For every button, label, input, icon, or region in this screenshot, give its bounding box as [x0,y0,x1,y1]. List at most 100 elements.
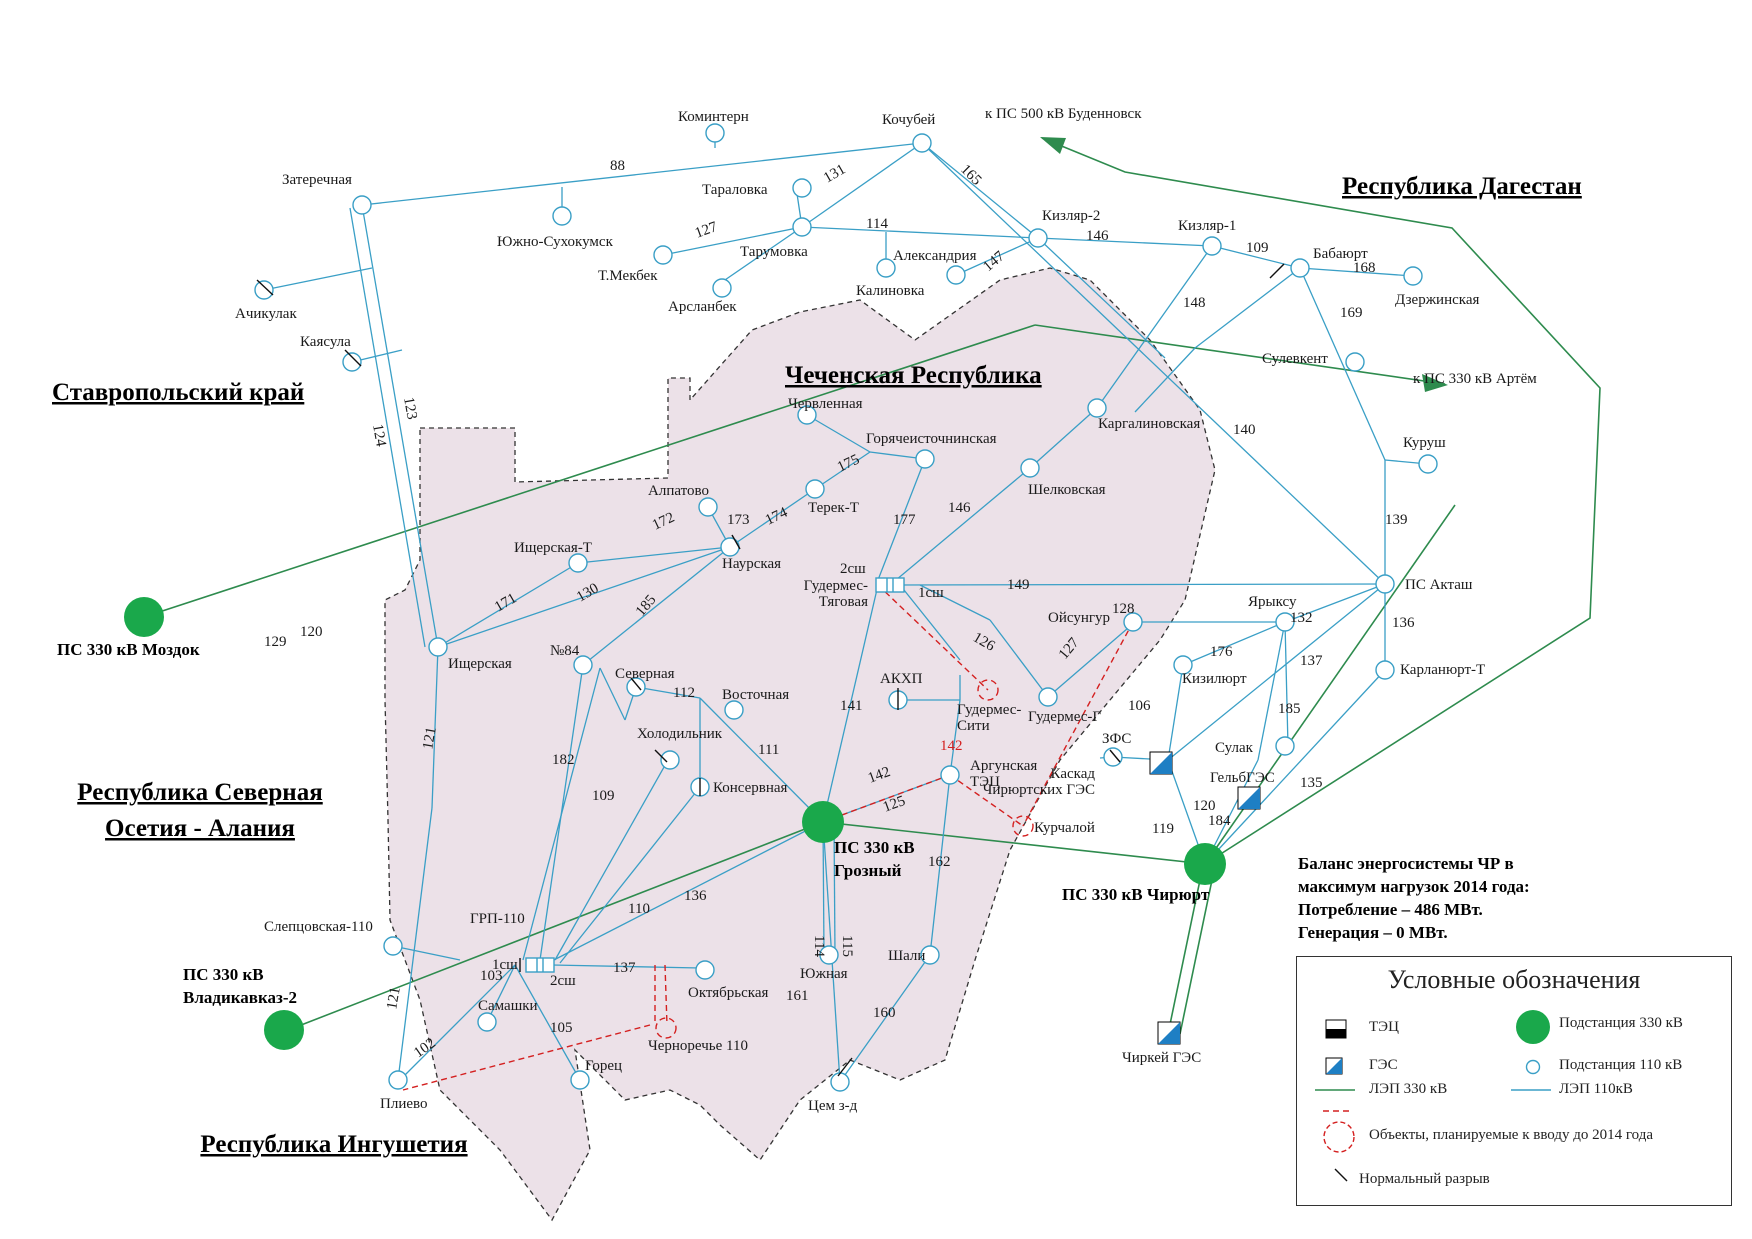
arrow-artem [1422,374,1448,392]
label-yuzhnaya: Южная [800,966,848,982]
node-shali [920,945,940,965]
line-label-41: 184 [1208,813,1231,829]
line-label-27: 132 [1290,610,1313,626]
label-sulevkent: Сулевкент [1262,351,1328,367]
node-karlanyurt [1375,660,1395,680]
line-label-39: 120 [1193,798,1216,814]
ges-fill-2 [1158,1022,1180,1044]
line-label-21: 120 [300,624,323,640]
node-plievo [388,1070,408,1090]
node-gudg [1038,687,1058,707]
line-label-47: 136 [684,888,707,904]
ges-fill-1 [1238,787,1260,809]
substation-330-grozny [802,801,844,843]
label-komintern: Коминтерн [678,109,749,125]
line-label-36: 125 [881,793,908,816]
node-alpatovo [698,497,718,517]
node-dzerzh [1403,266,1423,286]
balance-line-2: максимум нагрузок 2014 года: [1298,877,1530,896]
node-arslanbek [712,278,732,298]
node-shelkov [1020,458,1040,478]
node-zfs [1103,747,1123,767]
tec-symbol-icon [1325,1019,1347,1039]
label-gelbges: ГельбГЭС [1210,770,1275,786]
bus-label-gud_1sh: 1сш [918,585,944,601]
normal-break-8 [837,1057,853,1077]
line-label-28: 176 [1210,644,1233,660]
line-label-3: 114 [866,216,888,232]
node-aktash [1375,574,1395,594]
node-komintern [705,123,725,143]
normal-break-4 [654,749,668,763]
planned-objects [402,584,1134,1091]
line-label-22: 129 [264,634,287,650]
label-taralovka: Тараловка [702,182,768,198]
arrow-label-budenn: к ПС 500 кВ Буденновск [985,106,1142,122]
label-grp: ГРП-110 [470,911,525,927]
legend-title: Условные обозначения [1387,965,1641,994]
label-oysungur: Ойсунгур [1048,610,1110,626]
node-ishcher [428,637,448,657]
region-osetia1: Республика Северная [77,779,322,806]
line-label-50: 105 [550,1020,573,1036]
node-oysungur [1123,612,1143,632]
line-label-23: 146 [948,500,971,516]
label-tarumovka: Тарумовка [740,244,808,260]
label-kurchaloy: Курчалой [1034,820,1095,836]
node-aleksandr [946,265,966,285]
label-aleksandr: Александрия [893,248,977,264]
label-kurush: Куруш [1403,435,1446,451]
line-label-5: 146 [1086,228,1109,244]
label-ishchert: Ищерская-Т [514,540,592,556]
line-label-26: 128 [1112,601,1135,617]
label-kargalin: Каргалиновская [1098,416,1200,432]
node-kargalin [1087,398,1107,418]
label-akhp: АКХП [880,671,923,687]
region-stav: Ставропольский край [52,379,304,406]
substation-330-chiryurt [1184,843,1226,885]
arrow-label-artem: к ПС 330 кВ Артём [1413,371,1537,387]
line-label-43: 121 [420,726,440,751]
busbar-0 [875,577,905,593]
line-label-14: 177 [893,512,916,528]
bus-label-grp_1sh: 1сш [492,957,518,973]
label-alpatovo: Алпатово [648,483,709,499]
node-gorets [570,1070,590,1090]
label-yaryksu: Ярыксу [1248,594,1297,610]
label-330-mozdok: ПС 330 кВ Моздок [57,640,200,659]
line-label-38: 185 [1278,701,1301,717]
lep330-symbol-icon [1315,1089,1355,1091]
normal-break-7 [1109,749,1121,763]
label-kayasula: Каясула [300,334,351,350]
label-vostoch: Восточная [722,687,789,703]
node-yuzhsukh [552,206,572,226]
normal-break-3 [630,677,642,691]
line-label-52: 121 [384,986,404,1011]
label-ishcher: Ищерская [448,656,512,672]
label-shali: Шали [888,948,925,964]
line-label-24: 149 [1007,577,1030,593]
node-sulak [1275,736,1295,756]
line-label-7: 168 [1353,260,1376,276]
ges-symbols [1149,751,1261,1045]
label-babayurt: Бабаюрт [1313,246,1368,262]
line-label-10: 169 [1340,305,1363,321]
label-arslanbek: Арсланбек [668,299,737,315]
line-label-57: 160 [873,1005,896,1021]
label-severn: Северная [615,666,675,682]
node-kizlyar2 [1028,228,1048,248]
label-sulak: Сулак [1215,740,1254,756]
line-label-40: 119 [1152,821,1174,837]
label-achikulak: Ачикулак [235,306,297,322]
normal-break-2 [1269,263,1285,279]
region-ing: Республика Ингушетия [200,1131,467,1158]
line-label-1: 131 [821,161,848,186]
label-zfs: ЗФС [1102,731,1131,747]
node-zaterech [352,195,372,215]
line-label-35: 142 [866,764,893,787]
label-plievo: Плиево [380,1096,427,1112]
lines-110kv [263,133,1429,1083]
line-label-33: 141 [840,698,863,714]
node-samashki [477,1012,497,1032]
